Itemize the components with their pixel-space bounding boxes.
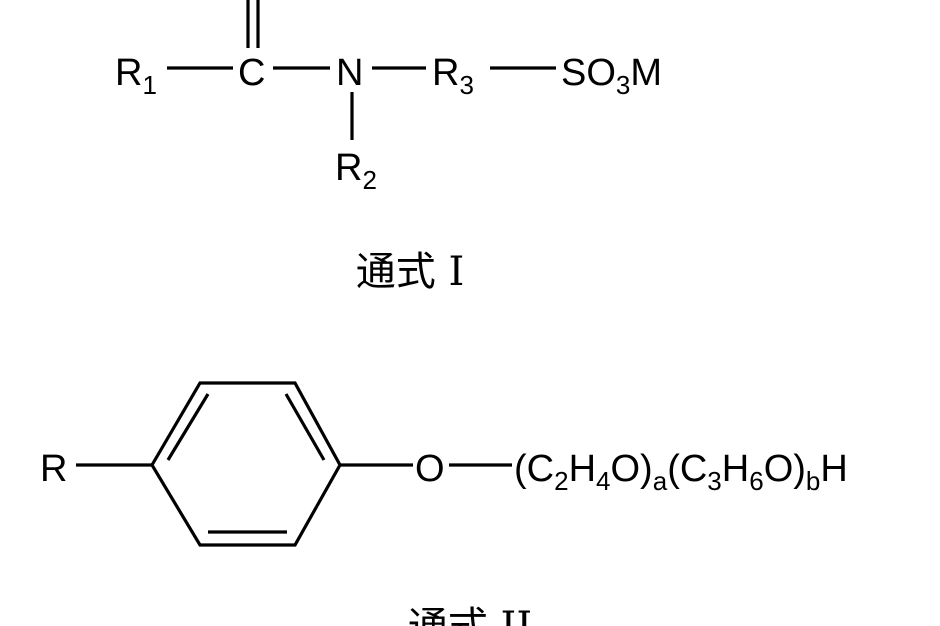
atom-n: N [336, 52, 363, 94]
ring-double-bond-right [284, 393, 326, 461]
atom-r3: R3 [432, 52, 474, 100]
atom-r: R [40, 448, 67, 490]
atom-r2: R2 [335, 147, 377, 195]
atom-r1: R1 [115, 52, 157, 100]
polyether-chain: (C2H4O)a(C3H6O)bH [514, 448, 848, 496]
atom-o: O [415, 448, 445, 490]
atom-so3m: SO3M [561, 52, 662, 100]
atom-c: C [238, 52, 265, 94]
formula-2: R O (C2H4O)a(C3H6O)bH 通式 II [40, 381, 848, 626]
caption-formula-2: 通式 II [408, 604, 532, 626]
benzene-ring [150, 381, 342, 547]
ring-double-bond-left [166, 393, 210, 461]
caption-formula-1: 通式 I [356, 249, 465, 295]
formula-1: R1 C N R2 R3 SO3M 通式 I [115, 0, 662, 295]
